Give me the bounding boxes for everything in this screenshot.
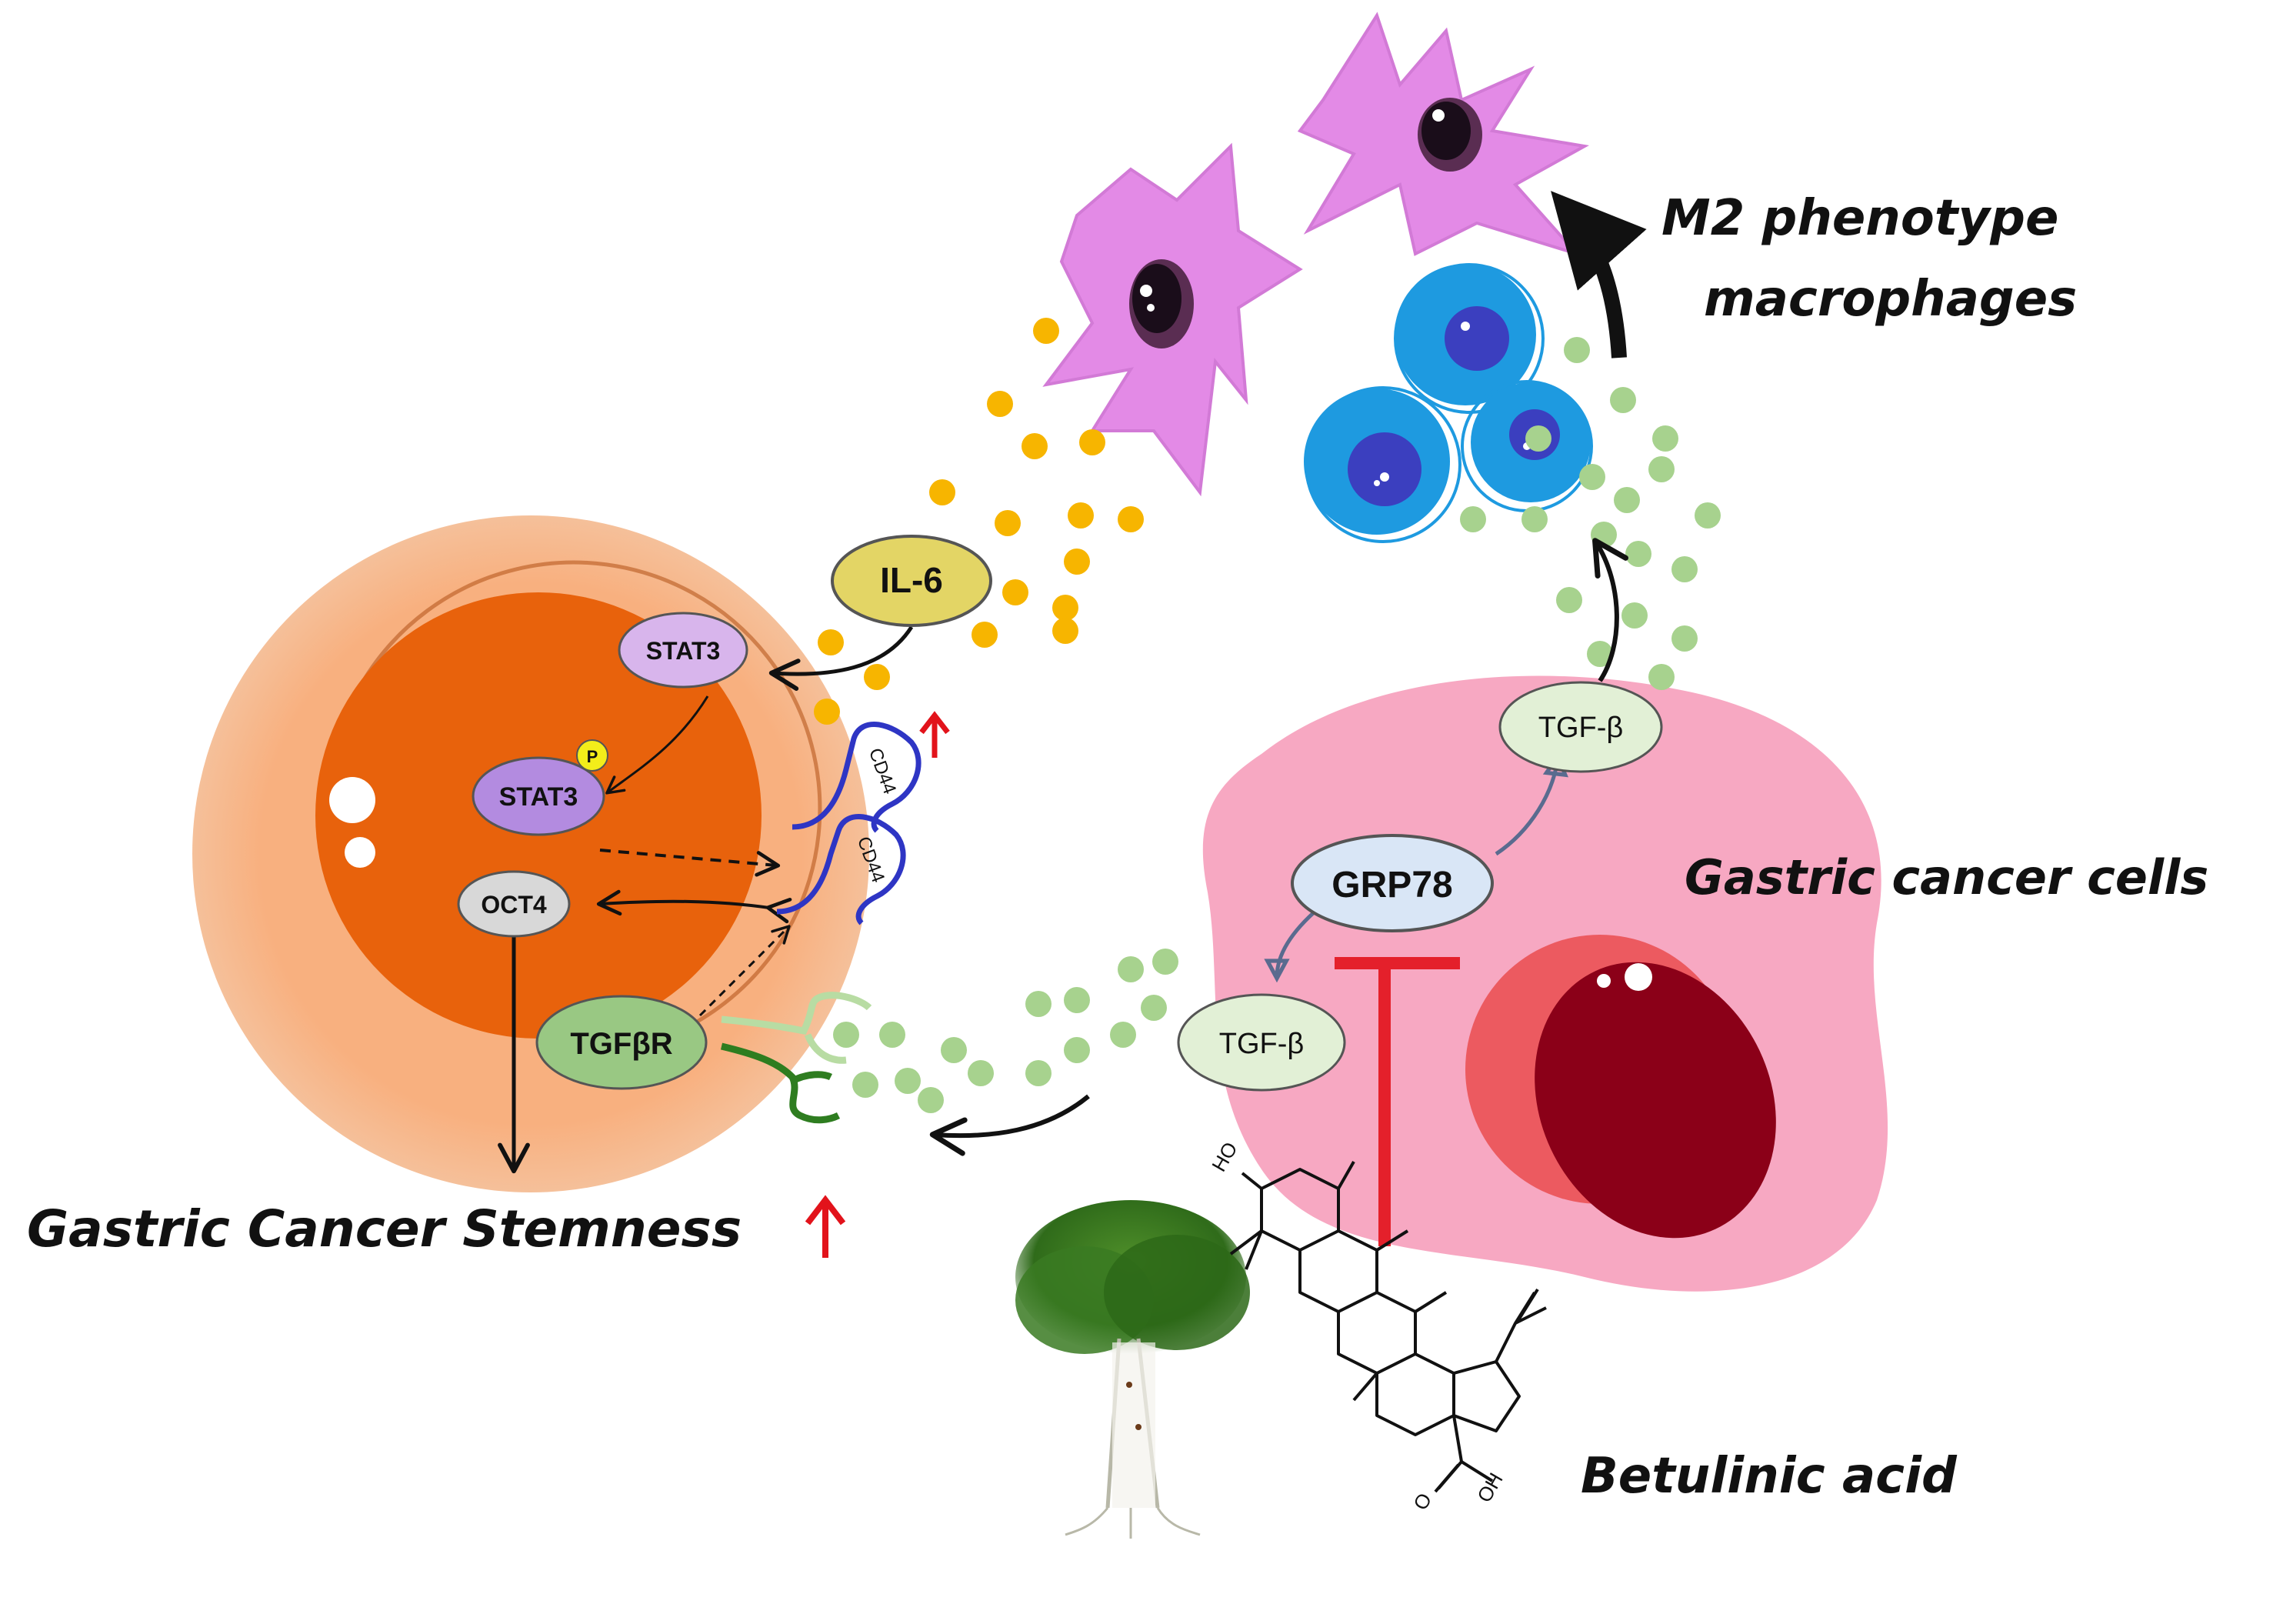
tgfb-receptor: [720, 992, 872, 1124]
tgfb-dot: [1064, 987, 1090, 1013]
o-label: O: [1408, 1489, 1436, 1514]
tgfb-dot: [1610, 387, 1636, 413]
tgfb-dot: [1625, 541, 1651, 567]
tgfb-dot: [1460, 506, 1486, 532]
betulinic-acid-structure: [1229, 1161, 1547, 1493]
svg-text:STAT3: STAT3: [646, 637, 721, 665]
tgfb-dot: [1564, 337, 1590, 363]
oct4-chip: OCT4: [457, 870, 571, 938]
tgfb-dot: [1521, 506, 1548, 532]
tgfbr-chip: TGFβR: [535, 995, 708, 1090]
il6-dot: [864, 664, 890, 690]
tgfb-dot: [833, 1022, 859, 1048]
signal-arrows: [498, 191, 1647, 1174]
svg-text:TGF-β: TGF-β: [1219, 1028, 1305, 1060]
gastric-cancer-cells-label: Gastric cancer cells: [1685, 849, 2208, 905]
il6-dot: [972, 622, 998, 648]
tgfb-dot: [1652, 425, 1678, 452]
ho-label: HO: [1207, 1138, 1241, 1175]
tgfb-dot: [1579, 464, 1605, 490]
tgfb-dot: [1118, 956, 1144, 982]
svg-text:TGF-β: TGF-β: [1538, 712, 1624, 744]
tgfb-dot: [1110, 1022, 1136, 1048]
cancer-stem-cell: [192, 515, 869, 1192]
tgfb-dot: [1025, 991, 1052, 1017]
il6-dot: [1079, 429, 1105, 455]
grp78-chip: GRP78: [1291, 834, 1494, 932]
il6-dot: [1118, 506, 1144, 532]
il6-dot: [1033, 318, 1059, 344]
phospho-badge: P: [587, 747, 598, 766]
tgfb-chip-top: TGF-β: [1498, 681, 1663, 773]
oh-label: OH: [1472, 1469, 1507, 1506]
il6-dot: [818, 629, 844, 655]
m2-macrophages-label-line2: macrophages: [1704, 271, 2077, 328]
betulinic-acid-label: Betulinic acid: [1581, 1448, 1958, 1505]
il6-chip: IL-6: [831, 535, 992, 627]
svg-text:TGFβR: TGFβR: [570, 1027, 672, 1061]
tgfb-dot: [1671, 625, 1698, 652]
il6-dot: [995, 510, 1021, 536]
stat3-chip: STAT3: [618, 612, 748, 689]
tgfb-dot: [1671, 556, 1698, 582]
il6-dot: [1002, 579, 1028, 605]
tgfb-dot: [1614, 487, 1640, 513]
tgfb-dot: [968, 1060, 994, 1086]
tgfb-chip-bottom: TGF-β: [1177, 993, 1346, 1092]
tgfb-dot: [879, 1022, 905, 1048]
il6-dot: [1068, 502, 1094, 529]
svg-text:IL-6: IL-6: [880, 560, 943, 600]
svg-text:GRP78: GRP78: [1331, 865, 1452, 905]
m2-macrophage: [1297, 12, 1589, 258]
monocyte: [1304, 386, 1461, 543]
gastric-cancer-cell: [1202, 675, 1888, 1292]
m2-macrophages-label-line1: M2 phenotype: [1661, 190, 2058, 247]
tgfb-dot: [1025, 1060, 1052, 1086]
m2-macrophage: [1042, 142, 1303, 497]
svg-text:STAT3: STAT3: [499, 782, 578, 812]
tgfb-dot: [1064, 1037, 1090, 1063]
phospho-stat3-chip: STAT3 P: [472, 739, 608, 836]
tgfb-dot: [1621, 602, 1648, 629]
tgfb-dot: [1525, 425, 1551, 452]
il6-dot: [1052, 618, 1078, 644]
up-arrow-icon: [805, 1195, 846, 1258]
il6-secretion: [814, 318, 1144, 725]
up-arrow-icon: [919, 711, 950, 758]
monocyte: [1394, 263, 1545, 414]
il6-dot: [814, 699, 840, 725]
tgfb-dot: [1587, 641, 1613, 667]
tgfb-dot: [1141, 995, 1167, 1021]
svg-text:OCT4: OCT4: [481, 891, 547, 919]
il6-dot: [929, 479, 955, 505]
birch-tree-icon: [1015, 1200, 1250, 1539]
tgfb-dot: [1152, 949, 1178, 975]
tgfb-dot: [1648, 664, 1675, 690]
cd44-label: CD44: [865, 745, 900, 797]
il6-dot: [987, 391, 1013, 417]
tgfb-dot: [918, 1087, 944, 1113]
monocyte: [1461, 380, 1593, 512]
il6-dot: [1064, 549, 1090, 575]
gastric-cancer-stemness-label: Gastric Cancer Stemness: [27, 1199, 742, 1259]
inhibition-bar: [1335, 957, 1460, 1246]
il6-dot: [1052, 595, 1078, 621]
tgfb-dot: [941, 1037, 967, 1063]
tgfb-dot: [1556, 587, 1582, 613]
tgfb-dot: [852, 1072, 878, 1098]
tgfb-dot: [1648, 456, 1675, 482]
tgfb-dot: [895, 1068, 921, 1094]
il6-dot: [1022, 433, 1048, 459]
tgfb-dot: [1695, 502, 1721, 529]
